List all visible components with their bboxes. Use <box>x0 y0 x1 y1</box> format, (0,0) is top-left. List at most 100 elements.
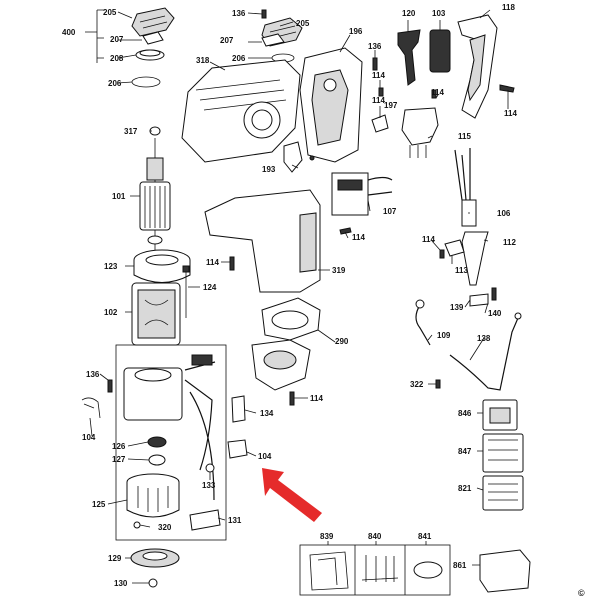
part-196-gear-housing <box>299 47 363 163</box>
part-114-screw-b <box>378 87 384 97</box>
motor-assembly-frame <box>115 344 227 541</box>
part-127-ring <box>148 454 166 466</box>
label-206: 206 <box>108 79 122 88</box>
label-318: 318 <box>196 56 210 65</box>
copyright-icon: © <box>578 588 585 598</box>
part-129-fan-wheel <box>130 548 180 568</box>
part-140-screw <box>491 287 497 301</box>
part-125-fan <box>126 473 180 518</box>
label-861: 861 <box>453 561 467 570</box>
label-123: 123 <box>104 262 118 271</box>
label-126: 126 <box>112 442 126 451</box>
accessory-frame <box>299 544 451 596</box>
label-107: 107 <box>383 207 397 216</box>
label-317: 317 <box>124 127 138 136</box>
part-319-lower-housing <box>204 189 321 293</box>
part-840-rack <box>361 555 399 582</box>
label-101: 101 <box>112 192 126 201</box>
part-320-screw <box>133 521 141 529</box>
label-847: 847 <box>458 447 472 456</box>
part-104-clip-left <box>81 397 101 419</box>
part-102-stator <box>131 282 181 346</box>
part-207-sleeve-left <box>142 31 164 45</box>
label-104: 104 <box>82 433 96 442</box>
part-821-manual <box>482 475 524 511</box>
label-205: 205 <box>296 19 310 28</box>
label-133: 133 <box>202 481 216 490</box>
part-131-bracket <box>189 509 221 531</box>
part-133-screw <box>205 463 215 473</box>
label-841: 841 <box>418 532 432 541</box>
label-207: 207 <box>220 36 234 45</box>
part-103-switch <box>429 29 451 73</box>
label-319: 319 <box>332 266 346 275</box>
part-124-long-screw <box>182 265 190 318</box>
label-839: 839 <box>320 532 334 541</box>
part-290-gear-case <box>251 339 311 391</box>
leader-lines <box>89 9 509 584</box>
part-322-screw <box>435 379 441 389</box>
label-400: 400 <box>62 28 76 37</box>
part-107-brush-holder <box>331 172 393 216</box>
label-136: 136 <box>368 42 382 51</box>
label-125: 125 <box>92 500 106 509</box>
part-841-ring <box>413 561 443 579</box>
part-139-terminal <box>469 293 489 307</box>
label-840: 840 <box>368 532 382 541</box>
part-136-screw-top <box>261 9 267 19</box>
part-861-case <box>479 549 531 593</box>
bracket-400 <box>85 9 104 63</box>
label-196: 196 <box>349 27 363 36</box>
label-115: 115 <box>458 132 471 141</box>
part-114-screw-g <box>229 256 235 271</box>
label-120: 120 <box>402 9 416 18</box>
part-207-sleeve-right <box>261 33 285 47</box>
part-208-ring <box>135 49 165 61</box>
part-114-screw-d <box>499 84 515 93</box>
label-206: 206 <box>232 54 246 63</box>
part-134-clip <box>231 395 246 423</box>
part-290-plate <box>261 297 321 341</box>
label-106: 106 <box>497 209 511 218</box>
label-193: 193 <box>262 165 276 174</box>
part-118-side-handle <box>457 14 498 119</box>
label-112: 112 <box>503 238 516 247</box>
label-114: 114 <box>422 235 435 244</box>
label-130: 130 <box>114 579 128 588</box>
label-320: 320 <box>158 523 172 532</box>
label-134: 134 <box>260 409 274 418</box>
part-motor-assembly <box>123 354 216 501</box>
part-138-cable <box>449 312 522 391</box>
part-115-switch-assembly <box>401 107 439 158</box>
part-130-nut <box>148 578 158 588</box>
label-136: 136 <box>86 370 100 379</box>
label-140: 140 <box>488 309 502 318</box>
label-118: 118 <box>502 3 515 12</box>
label-139: 139 <box>450 303 464 312</box>
label-114: 114 <box>372 96 385 105</box>
part-197-clip <box>371 114 389 133</box>
label-127: 127 <box>112 455 126 464</box>
label-821: 821 <box>458 484 472 493</box>
part-120-lever <box>397 29 421 86</box>
label-109: 109 <box>437 331 451 340</box>
label-114: 114 <box>310 394 323 403</box>
label-208: 208 <box>110 54 124 63</box>
label-113: 113 <box>455 266 468 275</box>
part-193-knob <box>283 141 303 173</box>
label-846: 846 <box>458 409 472 418</box>
label-129: 129 <box>108 554 122 563</box>
label-114: 114 <box>372 71 385 80</box>
label-197: 197 <box>384 101 398 110</box>
part-846-box <box>482 399 518 431</box>
part-126-ring <box>147 436 167 448</box>
part-106-cable <box>454 148 477 227</box>
part-112-cable-guard <box>461 231 489 286</box>
part-206-oring-left <box>131 76 161 88</box>
label-136: 136 <box>232 9 246 18</box>
part-114-screw-e <box>439 249 445 259</box>
part-205-cap-left <box>131 7 175 37</box>
part-318-housing <box>181 59 301 163</box>
label-102: 102 <box>104 308 118 317</box>
